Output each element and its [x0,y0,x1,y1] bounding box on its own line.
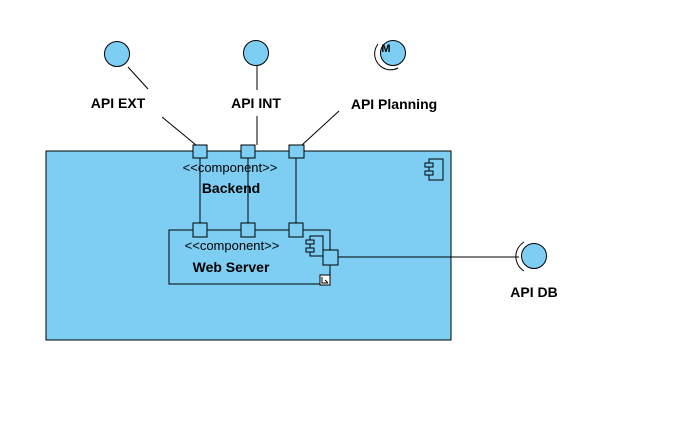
backend-ports [192,144,305,159]
api-ext-label: API EXT [91,95,146,111]
port-planning-backend[interactable] [288,144,305,159]
port-db-web[interactable] [322,249,339,266]
backend-stereotype: <<component>> [183,160,278,175]
resize-handle-icon[interactable] [319,274,331,286]
backend-component-icon [424,158,444,181]
api-int-label: API INT [231,95,281,111]
web-server-name: Web Server [193,259,270,275]
connector-api-ext-lower[interactable] [161,116,197,146]
provided-interface-icon [104,41,130,67]
interface-api-ext[interactable]: API EXT [91,41,146,112]
interface-api-int[interactable]: API INT [231,40,281,112]
web-server-component[interactable]: <<component>> Web Server [168,229,331,286]
port-int-backend[interactable] [240,144,256,159]
required-interface-icon [374,40,406,71]
web-server-ports [192,222,339,266]
api-planning-marker: M [381,43,390,55]
required-interface-icon [515,241,547,272]
connector-api-ext[interactable] [127,66,149,90]
web-server-stereotype: <<component>> [185,238,280,253]
port-int-web[interactable] [240,222,256,238]
connectors [127,66,519,258]
api-planning-label: API Planning [351,96,437,112]
port-ext-web[interactable] [192,222,208,238]
backend-name: Backend [202,180,260,196]
web-server-component-icon [305,235,324,257]
connector-api-planning[interactable] [301,110,340,146]
api-db-label: API DB [510,284,557,300]
port-planning-web[interactable] [288,222,304,238]
port-ext-backend[interactable] [192,144,208,159]
interface-api-db[interactable]: API DB [510,241,558,300]
interface-api-planning[interactable]: M API Planning [351,40,437,113]
provided-interface-icon [243,40,269,66]
